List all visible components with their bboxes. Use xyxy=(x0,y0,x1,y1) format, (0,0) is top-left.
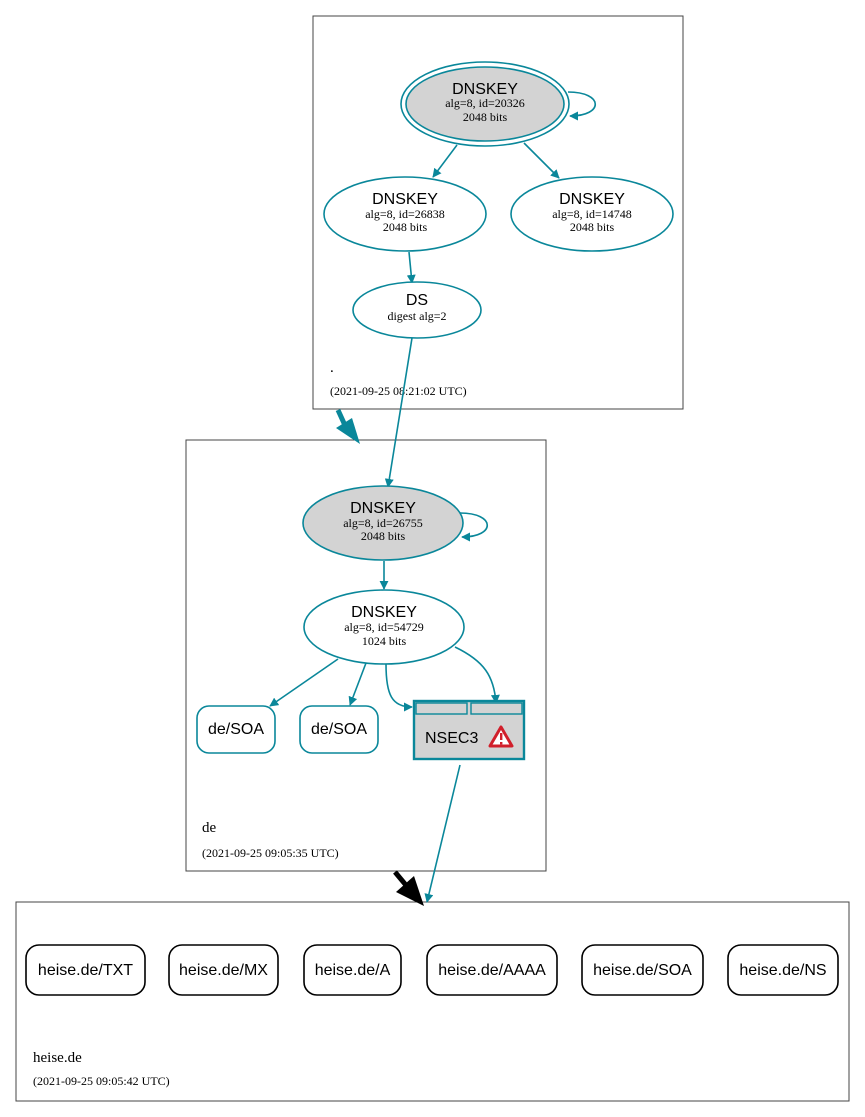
zone-root-box xyxy=(312,15,684,410)
delegation-de-to-heise xyxy=(393,870,424,906)
record-heise-aaaa[interactable]: heise.de/AAAA xyxy=(426,944,558,996)
record-heise-mx[interactable]: heise.de/MX xyxy=(168,944,279,996)
edge-root-zsk1-to-ds xyxy=(406,251,416,284)
record-label: heise.de/TXT xyxy=(38,962,133,979)
nsec3-cell-2 xyxy=(470,702,523,715)
de-zsk-shape xyxy=(303,589,465,665)
edge-root-ksk-to-zsk1 xyxy=(432,144,458,178)
node-de-soa-1[interactable]: de/SOA xyxy=(196,705,276,754)
de-soa-2-label: de/SOA xyxy=(311,721,367,738)
de-zsk-title: DNSKEY xyxy=(351,604,417,621)
record-label: heise.de/SOA xyxy=(593,962,692,979)
zone-root: . (2021-09-25 08:21:02 UTC) xyxy=(312,15,684,410)
de-ksk-shape xyxy=(302,485,464,561)
node-root-zsk1[interactable]: DNSKEY alg=8, id=26838 2048 bits xyxy=(323,176,487,252)
zone-root-name: . xyxy=(330,360,334,376)
root-zsk1-line2: 2048 bits xyxy=(383,220,428,234)
record-box xyxy=(168,944,279,996)
record-box xyxy=(25,944,146,996)
de-zsk-line1: alg=8, id=54729 xyxy=(344,620,424,634)
de-ksk-title: DNSKEY xyxy=(350,500,416,517)
zone-heise-box xyxy=(15,901,850,1102)
record-box xyxy=(303,944,402,996)
zone-de-timestamp: (2021-09-25 09:05:35 UTC) xyxy=(202,846,339,860)
zone-de: de (2021-09-25 09:05:35 UTC) xyxy=(185,439,547,872)
edge-de-zsk-to-soa2 xyxy=(348,662,367,706)
edge-de-ksk-self xyxy=(459,512,489,542)
de-ksk-line1: alg=8, id=26755 xyxy=(343,516,423,530)
edge-de-zsk-to-nsec3-b xyxy=(454,646,500,704)
node-de-nsec3[interactable]: NSEC3 xyxy=(412,699,526,761)
warning-icon xyxy=(488,725,514,748)
de-soa-1-label: de/SOA xyxy=(208,721,264,738)
de-soa-2-shape xyxy=(299,705,379,754)
root-ksk-shape xyxy=(405,66,565,142)
heise-records: heise.de/TXT heise.de/MX heise.de/A heise.d… xyxy=(25,944,839,996)
record-heise-soa[interactable]: heise.de/SOA xyxy=(581,944,704,996)
record-label: heise.de/AAAA xyxy=(438,962,546,979)
root-zsk2-line1: alg=8, id=14748 xyxy=(552,207,632,221)
record-heise-a[interactable]: heise.de/A xyxy=(303,944,402,996)
root-ds-line1: digest alg=2 xyxy=(387,309,446,323)
nsec3-label: NSEC3 xyxy=(425,730,478,747)
zone-heise-name: heise.de xyxy=(33,1050,82,1066)
root-ksk-outer-ring xyxy=(400,61,570,147)
zone-de-box xyxy=(185,439,547,872)
node-root-zsk2[interactable]: DNSKEY alg=8, id=14748 2048 bits xyxy=(510,176,674,252)
node-de-soa-2[interactable]: de/SOA xyxy=(299,705,379,754)
node-root-ksk[interactable]: DNSKEY alg=8, id=20326 2048 bits xyxy=(400,61,570,147)
edge-de-zsk-to-nsec3-a xyxy=(385,663,413,712)
root-ksk-line1: alg=8, id=20326 xyxy=(445,96,525,110)
root-zsk2-shape xyxy=(510,176,674,252)
edge-root-ksk-self xyxy=(567,91,597,121)
root-zsk1-line1: alg=8, id=26838 xyxy=(365,207,445,221)
root-ksk-title: DNSKEY xyxy=(452,81,518,98)
record-box xyxy=(581,944,704,996)
record-heise-ns[interactable]: heise.de/NS xyxy=(727,944,839,996)
delegation-root-to-de xyxy=(335,408,360,444)
zone-root-timestamp: (2021-09-25 08:21:02 UTC) xyxy=(330,384,467,398)
root-zsk2-title: DNSKEY xyxy=(559,191,625,208)
record-label: heise.de/A xyxy=(315,962,391,979)
de-zsk-line2: 1024 bits xyxy=(362,634,407,648)
root-zsk1-title: DNSKEY xyxy=(372,191,438,208)
record-label: heise.de/NS xyxy=(739,962,826,979)
zone-heise-timestamp: (2021-09-25 09:05:42 UTC) xyxy=(33,1074,170,1088)
zone-de-name: de xyxy=(202,820,217,836)
de-soa-1-shape xyxy=(196,705,276,754)
zone-heise: heise.de (2021-09-25 09:05:42 UTC) xyxy=(15,901,850,1102)
de-ksk-line2: 2048 bits xyxy=(361,529,406,543)
root-zsk1-shape xyxy=(323,176,487,252)
edge-de-zsk-to-soa1 xyxy=(269,658,339,707)
edge-root-ksk-to-zsk2 xyxy=(523,142,560,179)
root-ksk-line2: 2048 bits xyxy=(463,110,508,124)
edge-nsec3-to-heise xyxy=(424,764,461,903)
node-de-zsk[interactable]: DNSKEY alg=8, id=54729 1024 bits xyxy=(303,589,465,665)
root-zsk2-line2: 2048 bits xyxy=(570,220,615,234)
record-box xyxy=(426,944,558,996)
nsec3-cell-1 xyxy=(415,702,468,715)
record-label: heise.de/MX xyxy=(179,962,268,979)
record-box xyxy=(727,944,839,996)
root-ds-title: DS xyxy=(406,292,428,309)
node-de-ksk[interactable]: DNSKEY alg=8, id=26755 2048 bits xyxy=(302,485,464,561)
root-ds-shape xyxy=(352,281,482,339)
record-heise-txt[interactable]: heise.de/TXT xyxy=(25,944,146,996)
node-root-ds[interactable]: DS digest alg=2 xyxy=(352,281,482,339)
edge-ds-to-de-ksk xyxy=(384,337,413,488)
